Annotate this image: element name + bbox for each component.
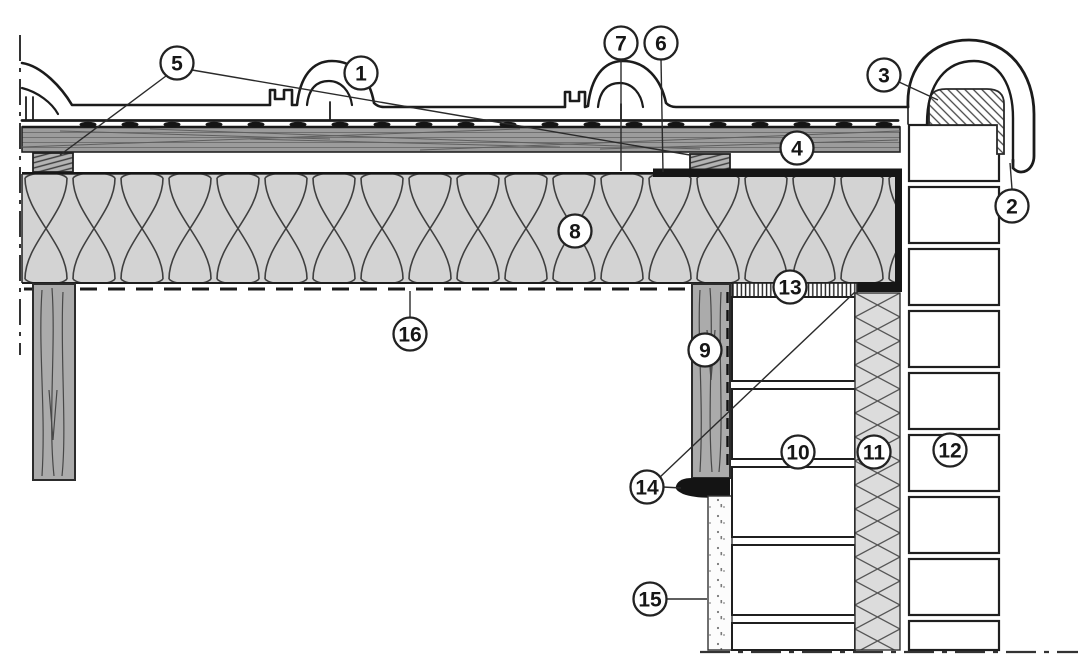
counter-battens: [32, 152, 731, 173]
callout-11-number: 11: [863, 442, 886, 465]
callout-3: 3: [866, 57, 902, 93]
callout-5: 5: [159, 45, 195, 81]
callout-8-number: 8: [569, 221, 581, 244]
callout-1-number: 1: [355, 63, 367, 86]
callout-8-circle: [557, 213, 593, 249]
callout-7-number: 7: [615, 33, 627, 56]
outer-leaf-wall: [907, 123, 1001, 652]
verge-cap-tile: [906, 38, 1036, 174]
plaster-strip: [707, 495, 733, 651]
tile-nibs: [79, 121, 893, 128]
callout-13-circle: [772, 269, 808, 305]
callout-14-number: 14: [635, 477, 659, 500]
callout-4: 4: [779, 130, 815, 166]
callout-3-leader: [898, 81, 939, 101]
callout-10: 10: [780, 434, 816, 470]
rafter-left: [32, 283, 76, 481]
callout-7-circle: [603, 25, 639, 61]
callout-2-circle: [994, 188, 1030, 224]
callout-12: 12: [932, 432, 968, 468]
callout-2-number: 2: [1006, 196, 1018, 219]
callout-4-number: 4: [791, 138, 803, 161]
callout-12-circle: [932, 432, 968, 468]
callout-3-number: 3: [878, 65, 890, 88]
callout-5-number: 5: [171, 53, 183, 76]
callout-5-circle: [159, 45, 195, 81]
callout-5-leader: [191, 69, 691, 156]
membrane-layer: [22, 168, 902, 292]
callout-11: 11: [856, 434, 892, 470]
callout-16: 16: [392, 316, 428, 352]
callout-1-circle: [343, 55, 379, 91]
callout-3-circle: [866, 57, 902, 93]
callout-11-circle: [856, 434, 892, 470]
counter-batten-left: [32, 152, 74, 173]
wall-insulation-layer: [854, 292, 901, 651]
callout-6: 6: [643, 25, 679, 61]
callout-1: 1: [343, 55, 379, 91]
callout-10-circle: [780, 434, 816, 470]
callout-14-leader: [658, 291, 856, 479]
callout-2-leader: [1009, 162, 1013, 190]
callout-8: 8: [557, 213, 593, 249]
callout-15: 15: [632, 581, 668, 617]
roof-insulation-layer: [21, 173, 898, 284]
callout-15-number: 15: [638, 589, 662, 612]
callout-14-circle: [629, 469, 665, 505]
callout-12-number: 12: [938, 440, 961, 463]
callout-13: 13: [772, 269, 808, 305]
roof-tiles: [20, 59, 910, 125]
rafter-right: [691, 283, 731, 479]
rafter-foot-seal: [675, 478, 730, 498]
sheathing-layer: [21, 125, 901, 153]
callout-2: 2: [994, 188, 1030, 224]
callout-7: 7: [603, 25, 639, 61]
callout-14-leader: [662, 486, 682, 489]
callout-4-circle: [779, 130, 815, 166]
callout-10-number: 10: [786, 442, 809, 465]
inner-leaf-wall: [731, 296, 856, 651]
counter-batten-right: [689, 153, 731, 172]
callout-13-number: 13: [778, 277, 801, 300]
callout-6-number: 6: [655, 33, 667, 56]
callout-6-leader: [660, 58, 664, 173]
callout-15-circle: [632, 581, 668, 617]
callout-14: 14: [629, 469, 665, 505]
callout-16-number: 16: [398, 324, 421, 347]
callout-9-number: 9: [699, 340, 711, 363]
callout-9-circle: [687, 332, 723, 368]
callout-6-circle: [643, 25, 679, 61]
callout-9: 9: [687, 332, 723, 368]
callout-16-circle: [392, 316, 428, 352]
callout-5-leader: [59, 75, 167, 156]
